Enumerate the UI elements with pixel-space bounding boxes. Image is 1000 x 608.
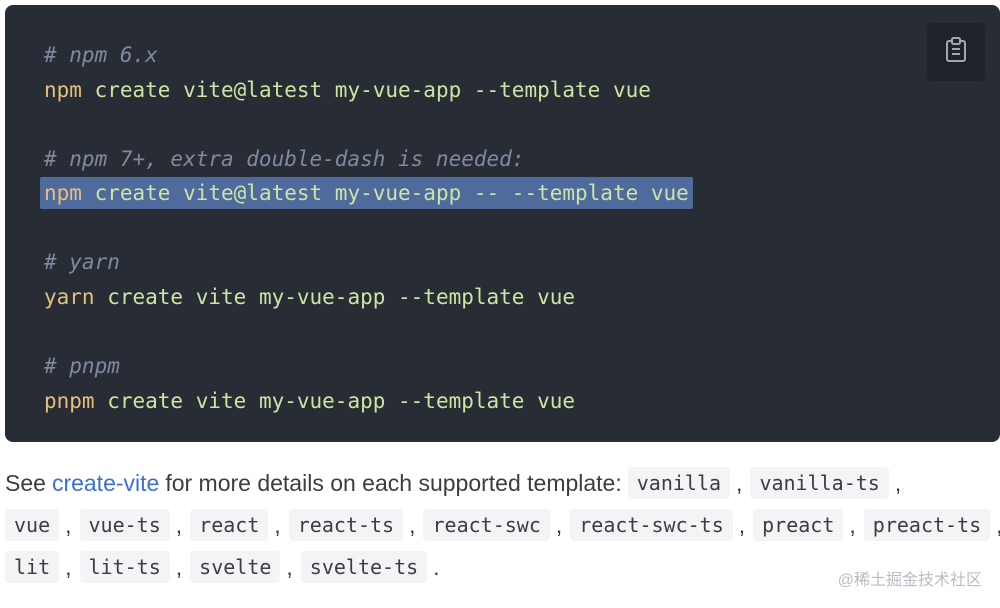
template-chip: vue-ts xyxy=(79,509,170,541)
separator: , xyxy=(409,511,416,538)
code-command-line: npm create vite@latest my-vue-app --temp… xyxy=(40,74,655,106)
code-command-name: yarn xyxy=(44,285,95,309)
code-command-args: create vite@latest my-vue-app -- --templ… xyxy=(81,181,689,205)
template-chip: react-ts xyxy=(288,509,404,541)
code-comment-line: # yarn xyxy=(44,250,120,274)
template-chip: vanilla xyxy=(627,467,731,499)
copy-code-button[interactable] xyxy=(927,23,985,81)
template-chip: svelte-ts xyxy=(300,551,428,583)
code-command-args: create vite@latest my-vue-app --template… xyxy=(81,78,651,102)
template-chip: preact xyxy=(753,509,844,541)
template-chip: react-swc-ts xyxy=(570,509,733,541)
prose-paragraph: See create-vite for more details on each… xyxy=(5,462,1000,588)
create-vite-link[interactable]: create-vite xyxy=(51,469,160,496)
code-block: # npm 6.x npm create vite@latest my-vue-… xyxy=(5,5,1000,442)
code-comment-line: # npm 6.x xyxy=(44,43,158,67)
prose-suffix: for more details on each supported templ… xyxy=(165,469,622,496)
template-chip: vanilla-ts xyxy=(750,467,889,499)
prose-prefix: See xyxy=(5,469,46,496)
separator: , xyxy=(736,469,743,496)
code-command-name: npm xyxy=(44,78,82,102)
separator: , xyxy=(738,511,746,538)
separator: , xyxy=(849,511,856,538)
template-chip: react-swc xyxy=(423,509,550,541)
template-chip: preact-ts xyxy=(863,509,991,541)
template-chip: lit xyxy=(5,551,60,583)
separator: , xyxy=(996,512,1000,539)
code-command-name: npm xyxy=(44,181,82,205)
code-comment-line: # pnpm xyxy=(44,354,120,378)
watermark: @稀土掘金技术社区 xyxy=(837,572,982,589)
template-chip: svelte xyxy=(190,551,281,583)
code-comment-line: # npm 7+, extra double-dash is needed: xyxy=(44,147,525,171)
separator: , xyxy=(274,511,281,538)
code-command-line: pnpm create vite my-vue-app --template v… xyxy=(40,385,579,417)
template-chip: lit-ts xyxy=(79,551,170,583)
separator: , xyxy=(175,553,183,580)
template-chip: react xyxy=(190,509,269,541)
separator: , xyxy=(555,511,563,538)
code-command-name: pnpm xyxy=(44,389,95,413)
terminator: . xyxy=(433,553,440,580)
separator: , xyxy=(65,553,72,580)
clipboard-icon xyxy=(945,36,967,68)
separator: , xyxy=(894,469,902,496)
separator: , xyxy=(65,511,72,538)
code-command-args: create vite my-vue-app --template vue xyxy=(94,389,576,413)
separator: , xyxy=(175,511,183,538)
code-command-line-selected: npm create vite@latest my-vue-app -- --t… xyxy=(40,177,693,209)
code-command-args: create vite my-vue-app --template vue xyxy=(94,285,576,309)
template-chip: vue xyxy=(5,509,60,541)
code-command-line: yarn create vite my-vue-app --template v… xyxy=(40,281,579,313)
separator: , xyxy=(286,553,293,580)
